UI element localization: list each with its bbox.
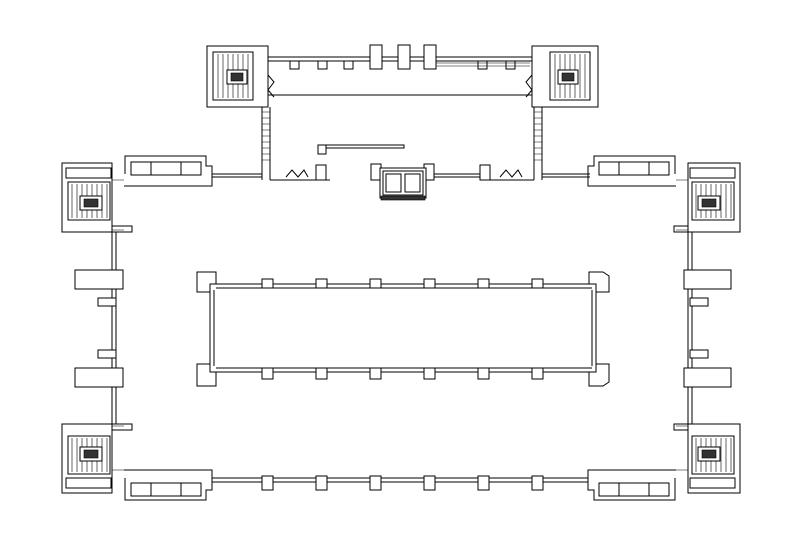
stair-core-north-east [525, 45, 599, 108]
entrance-door-group [370, 163, 435, 201]
stair-core-west-rear [61, 423, 124, 494]
west-wall [74, 225, 133, 431]
front-wall [212, 164, 590, 181]
double-door-icon [385, 173, 421, 193]
connector-west [261, 107, 271, 180]
stair-core-north-west [206, 45, 275, 108]
stair-core-east-rear [676, 423, 741, 494]
central-courtyard [196, 271, 610, 387]
main-building-outline [124, 155, 676, 501]
stair-core-west-front [61, 162, 124, 233]
entrance-canopy [317, 144, 405, 155]
connector-east [533, 107, 543, 180]
stair-core-east-front [676, 162, 741, 233]
east-wall [673, 225, 732, 431]
north-wing [268, 44, 532, 96]
